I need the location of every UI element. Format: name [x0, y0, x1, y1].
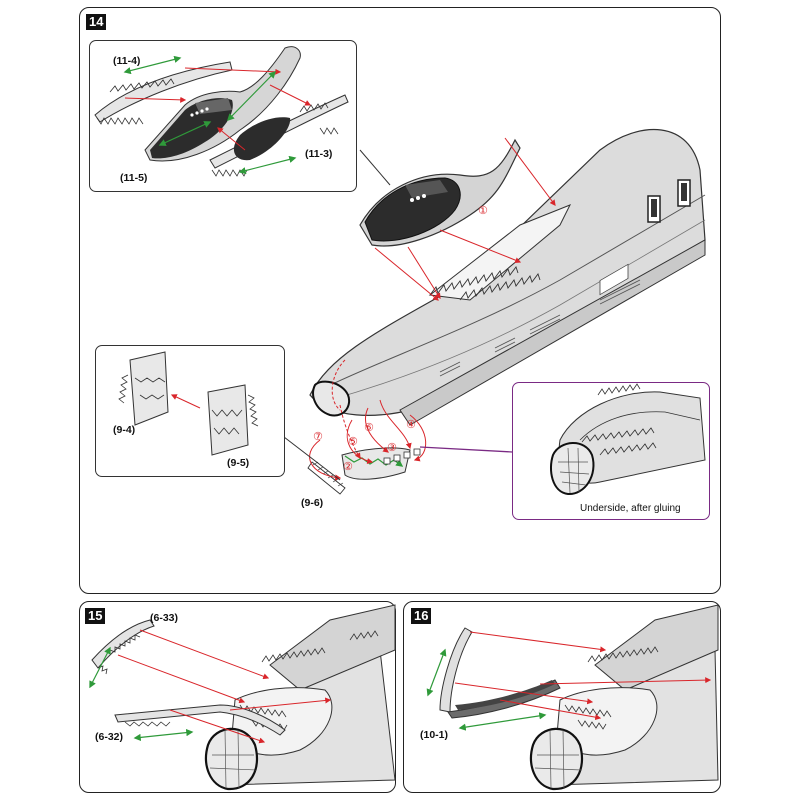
order-mark-6: ⑥: [364, 421, 374, 434]
order-mark-7: ⑦: [313, 430, 323, 443]
callout-connector: [419, 446, 513, 453]
label-9-5: (9-5): [227, 457, 250, 469]
order-mark-5: ⑤: [348, 435, 358, 448]
order-mark-1: ①: [478, 204, 488, 217]
order-mark-2: ②: [343, 460, 353, 473]
underside-caption: Underside, after gluing: [580, 503, 681, 514]
label-6-32: (6-32): [95, 731, 124, 743]
step-14-number: 14: [86, 14, 107, 30]
label-11-4: (11-4): [113, 55, 141, 67]
zigzag-edge: [96, 117, 144, 125]
zigzag-edge: [429, 266, 519, 296]
step-15-number: 15: [85, 608, 106, 624]
train-body: [309, 128, 706, 416]
order-mark-4: ④: [406, 418, 416, 431]
step-16-number: 16: [411, 608, 432, 624]
label-9-6: (9-6): [301, 497, 324, 509]
label-6-33: (6-33): [150, 612, 179, 624]
label-9-4: (9-4): [113, 424, 136, 436]
order-mark-3: ③: [387, 441, 397, 454]
label-11-3: (11-3): [305, 148, 333, 160]
callout-nose-parts: [95, 345, 285, 477]
label-10-1: (10-1): [420, 729, 449, 741]
label-11-5: (11-5): [120, 172, 148, 184]
